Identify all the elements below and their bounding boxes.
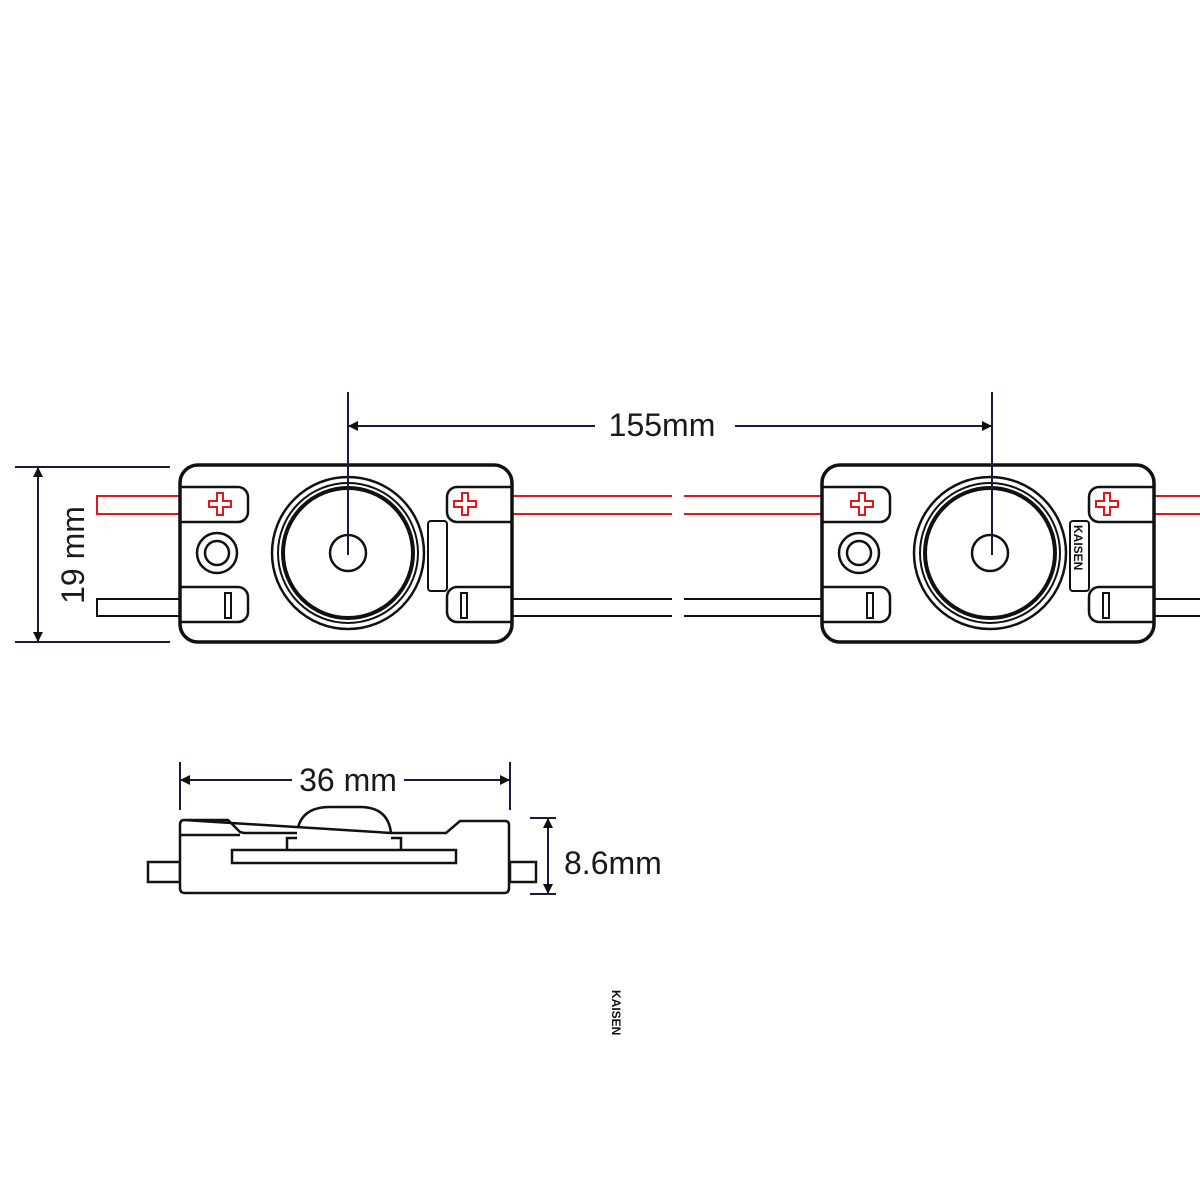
- thickness-label: 8.6mm: [564, 845, 662, 881]
- brand-logo: KAISEN: [609, 990, 623, 1035]
- side-view: [146, 805, 538, 895]
- spacing-dimension: [347, 392, 993, 555]
- thickness-dimension: [530, 817, 556, 895]
- height-dimension: [15, 466, 170, 643]
- led-module-2: [820, 463, 1156, 644]
- led-module-1: KAISEN: [178, 463, 623, 1035]
- positive-wire: [96, 495, 1200, 515]
- negative-wire: [96, 598, 1200, 617]
- height-label: 19 mm: [55, 506, 91, 604]
- spacing-label: 155mm: [609, 407, 716, 443]
- length-label: 36 mm: [299, 762, 397, 798]
- brand-logo-2: KAISEN: [1071, 525, 1085, 570]
- length-dimension: [179, 762, 511, 810]
